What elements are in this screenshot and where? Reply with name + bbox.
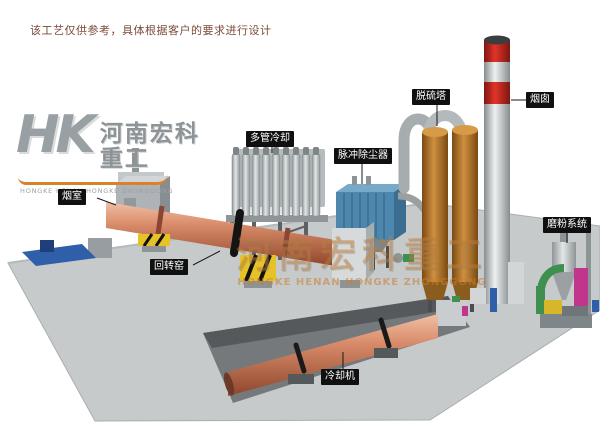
- cooler-discharge-motor: [452, 296, 460, 302]
- cooling-machine-support: [288, 374, 314, 384]
- mill-pipe: [586, 230, 591, 316]
- mill-motor: [592, 300, 599, 312]
- cooling-machine-support: [374, 348, 398, 358]
- tower-body-1: [422, 132, 448, 282]
- collector-top: [336, 184, 406, 192]
- kiln-support-large: [240, 254, 276, 288]
- kiln-tyre: [155, 205, 165, 235]
- leader-lines: [96, 99, 568, 370]
- multi-tube-cooler-graphic: [226, 147, 328, 260]
- tower-leg: [470, 300, 474, 312]
- label-rotary-kiln: 回转窑: [150, 259, 188, 275]
- chimney-red-band-top: [484, 40, 510, 62]
- collector-valve: [352, 176, 357, 185]
- smoke-stack: [132, 148, 139, 176]
- chimney-body: [484, 104, 510, 304]
- kiln-shell: [106, 202, 336, 266]
- label-multi-tube-cooler: 多管冷却: [246, 131, 294, 147]
- cooling-machine-ring: [293, 342, 307, 374]
- label-pulse-dust-collector: 脉冲除尘器: [334, 148, 392, 164]
- logo-company-cn: 河南宏科重工: [99, 121, 200, 173]
- logo-company-en: HONGKE HENAN HONGKE ZHONGGONG: [20, 186, 174, 195]
- cooling-machine-graphic: [223, 296, 468, 396]
- tower-cap-1: [422, 127, 448, 137]
- collector-valve: [366, 176, 371, 185]
- kiln-discharge-housing: [332, 228, 366, 280]
- collector-leg: [386, 246, 389, 268]
- desulfurization-towers-graphic: [398, 110, 478, 312]
- kiln-girth-gear: [230, 209, 244, 257]
- disclaimer-text: 该工艺仅供参考，具体根据客户的要求进行设计: [30, 24, 272, 37]
- label-chimney: 烟囱: [526, 92, 554, 108]
- leader-smoke-chamber: [96, 197, 117, 206]
- yellow-chute: [544, 300, 562, 314]
- label-desulfurization-tower: 脱硫塔: [412, 89, 450, 105]
- cooling-machine-ring: [378, 317, 392, 349]
- mill-base: [540, 314, 592, 328]
- grinding-system-graphic: [508, 230, 599, 328]
- kiln-housing-base: [340, 280, 360, 288]
- kiln-housing-side: [366, 222, 374, 280]
- fan-motor: [403, 254, 414, 262]
- company-logo: HK 河南宏科重工 HONGKE HENAN HONGKE ZHONGGONG: [16, 105, 206, 195]
- green-column: [536, 286, 545, 314]
- chimney-red-band: [484, 82, 510, 104]
- pit-back-wall: [203, 296, 454, 348]
- rotary-kiln-graphic: [106, 202, 374, 288]
- chimney-base-column: [490, 288, 497, 312]
- leader-rotary-kiln: [192, 250, 221, 266]
- mill-body: [562, 306, 588, 316]
- chimney-base-box: [470, 288, 486, 304]
- tower-cap-2: [452, 125, 478, 135]
- cyclone-inlet: [560, 232, 568, 244]
- tower-leg: [428, 300, 432, 312]
- chimney-graphic: [470, 35, 510, 312]
- chimney-white-band: [484, 62, 510, 82]
- label-grinding-system: 磨粉系统: [543, 217, 591, 233]
- blue-box: [40, 240, 54, 252]
- tower-cone-1: [422, 282, 448, 300]
- feed-equipment: [88, 238, 112, 258]
- chimney-mouth: [484, 35, 510, 45]
- mill-tank: [508, 262, 524, 304]
- cooler-tubes-front: [231, 153, 321, 217]
- tower-body-2: [452, 130, 478, 282]
- kiln-tyre: [281, 227, 291, 257]
- cyclone-cone: [552, 272, 576, 300]
- cooling-machine-end: [223, 372, 235, 396]
- magenta-elevator: [574, 268, 588, 316]
- kiln-support-small: [138, 233, 170, 252]
- blue-pad: [22, 244, 96, 266]
- collector-fan: [393, 253, 403, 263]
- cooler-platform: [226, 215, 328, 222]
- label-smoke-chamber: 烟室: [58, 189, 86, 205]
- cooler-discharge-box: [436, 300, 466, 326]
- logo-swoosh: [18, 174, 168, 185]
- label-cooling-machine: 冷却机: [321, 369, 359, 385]
- logo-monogram: HK: [16, 105, 96, 165]
- cooler-discharge-elevator: [462, 306, 468, 316]
- cooler-tube-caps: [233, 147, 319, 155]
